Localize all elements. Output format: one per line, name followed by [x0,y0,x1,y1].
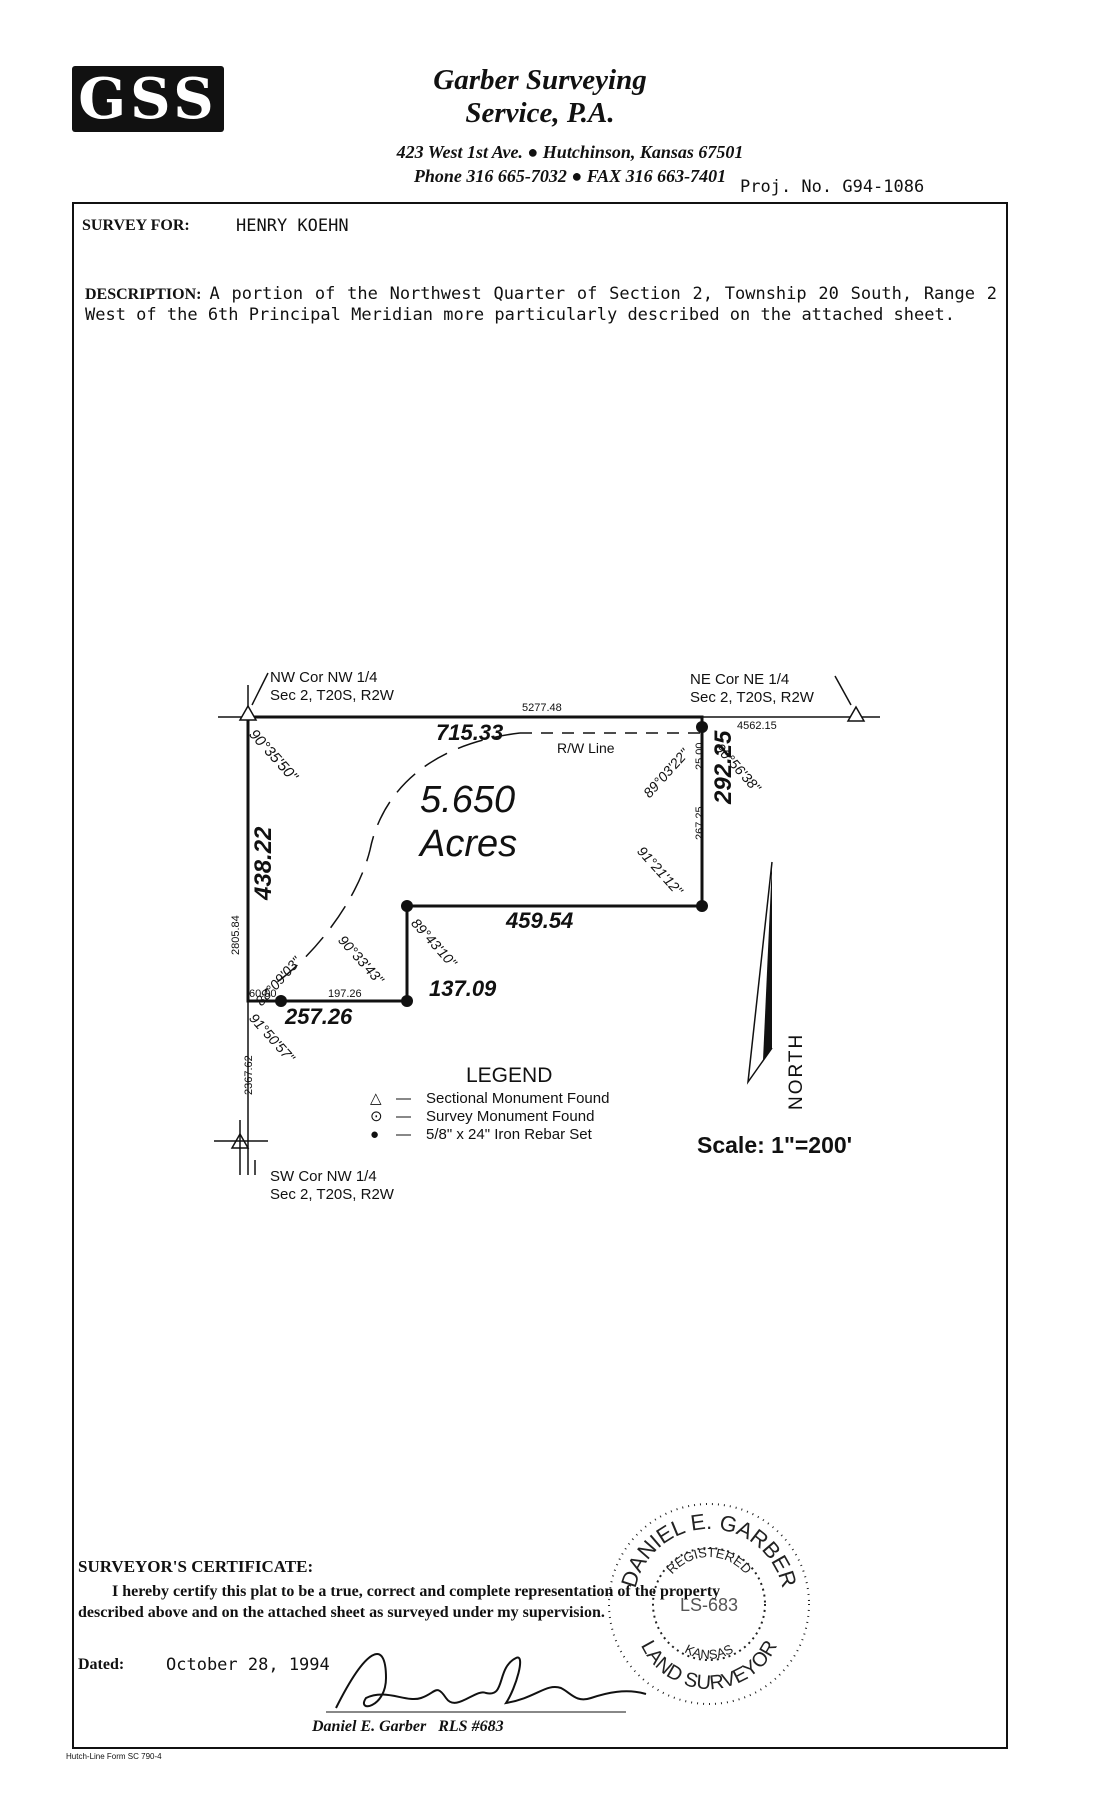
survey-monument-icon: ⊙ [370,1108,383,1125]
sw-corner-label: SW Cor NW 1/4 Sec 2, T20S, R2W [270,1168,394,1204]
legend-dash: — [396,1108,411,1125]
rebar-jog-top-icon [401,900,413,912]
certificate-title: SURVEYOR'S CERTIFICATE: [78,1557,314,1576]
seal-number: LS-683 [680,1595,738,1615]
surveyor-certificate: SURVEYOR'S CERTIFICATE: I hereby certify… [78,1556,758,1623]
seal-inner-ring [652,1547,766,1661]
firm-name-line2: Service, P.A. [465,97,615,129]
jog-line-distance: 137.09 [429,976,497,1001]
firm-name: Garber Surveying Service, P.A. [340,64,740,130]
form-footer: Hutch-Line Form SC 790-4 [66,1752,162,1761]
sectional-monument-icon: △ [370,1090,382,1107]
north-label: NORTH [786,1032,807,1110]
certificate-text: I hereby certify this plat to be a true,… [78,1583,721,1621]
seal-bottom-text: LAND SURVEYOR [636,1637,782,1694]
firm-name-line1: Garber Surveying [433,64,647,96]
south-west-line-distance: 257.26 [285,1004,353,1029]
legend-dash: — [396,1090,411,1107]
curve-dashed-line [264,732,521,991]
survey-for-value: HENRY KOEHN [236,216,349,236]
legend-dash: — [396,1126,411,1143]
tract-area: 5.650 Acres [420,778,517,866]
seal-outer-ring [608,1503,810,1705]
north-arrow-icon [746,861,773,1085]
east-inner-distance: 267.25 [694,806,706,840]
survey-for-label: SURVEY FOR: [82,217,190,234]
north-line-distance: 715.33 [436,720,504,745]
rebar-sw-icon [275,995,287,1007]
north-arrow-head-icon [763,862,772,1060]
area-value: 5.650 [420,779,516,821]
signature [326,1653,647,1713]
ne-corner-line2: Sec 2, T20S, R2W [690,689,814,706]
project-number: Proj. No. G94-1086 [740,177,925,197]
sw-corner-line2: Sec 2, T20S, R2W [270,1186,394,1203]
firm-phone-fax: Phone 316 665-7032 ● FAX 316 663-7401 [413,166,727,186]
legend-title: LEGEND [466,1064,553,1087]
nw-corner-label: NW Cor NW 1/4 Sec 2, T20S, R2W [270,669,394,705]
west-section-lower-distance: 2367.62 [243,1055,255,1095]
legend-text: Sectional Monument Found [426,1090,610,1107]
firm-contact: 423 West 1st Ave. ● Hutchinson, Kansas 6… [250,140,890,188]
legend-text: Survey Monument Found [426,1108,595,1125]
east-total-distance: 4562.15 [737,720,777,732]
tract-boundary [246,715,704,1003]
south-east-line-distance: 459.54 [506,908,574,933]
south-west-inner-distance: 197.26 [328,988,362,1000]
ne-corner-line1: NE Cor NE 1/4 [690,671,790,688]
description-label: DESCRIPTION: [85,286,202,303]
rw-line-label: R/W Line [557,740,615,756]
rebar-se-icon [696,900,708,912]
legend-item: △ — Sectional Monument Found [370,1090,609,1108]
legend-item: ⊙ — Survey Monument Found [370,1108,609,1126]
description-block: DESCRIPTION:A portion of the Northwest Q… [85,284,997,326]
signer-name: Daniel E. Garber RLS #683 [312,1718,504,1735]
legend-item: ● — 5/8" x 24" Iron Rebar Set [370,1126,609,1144]
rebar-jog-bottom-icon [401,995,413,1007]
area-unit: Acres [420,823,518,865]
legend-list: △ — Sectional Monument Found ⊙ — Survey Monu… [370,1090,609,1144]
nw-leader [251,672,269,706]
description-text: A portion of the Northwest Quarter of Se… [85,284,997,325]
nw-corner-line1: NW Cor NW 1/4 [270,669,378,686]
nw-monument-icon [238,704,258,721]
ne-leader [834,675,852,706]
seal-state-text: KANSAS [683,1641,736,1662]
signature-stroke [335,1653,647,1709]
west-line-distance: 438.22 [250,826,277,900]
company-logo: GSS [72,66,224,132]
legend-text: 5/8" x 24" Iron Rebar Set [426,1126,592,1143]
east-offset-distance: 25.00 [694,742,706,770]
rebar-set-icon: ● [370,1126,380,1143]
dated-label: Dated: [78,1656,125,1673]
ne-corner-label: NE Cor NE 1/4 Sec 2, T20S, R2W [690,671,814,707]
rebar-ne-icon [696,721,708,733]
firm-address: 423 West 1st Ave. ● Hutchinson, Kansas 6… [396,142,744,162]
scale-label: Scale: 1"=200' [697,1132,853,1158]
ne-monument-icon [846,705,866,722]
section-line-top-distance: 5277.48 [522,702,562,714]
dated-value: October 28, 1994 [166,1655,330,1675]
west-offset-distance: 60.00 [249,988,277,1000]
nw-corner-line2: Sec 2, T20S, R2W [270,687,394,704]
west-section-upper-distance: 2805.84 [230,915,242,955]
sw-corner-line1: SW Cor NW 1/4 [270,1168,377,1185]
surveyor-seal: DANIEL E. GARBER LAND SURVEYOR REGISTERE… [608,1503,810,1705]
plat-frame [72,202,1008,1749]
